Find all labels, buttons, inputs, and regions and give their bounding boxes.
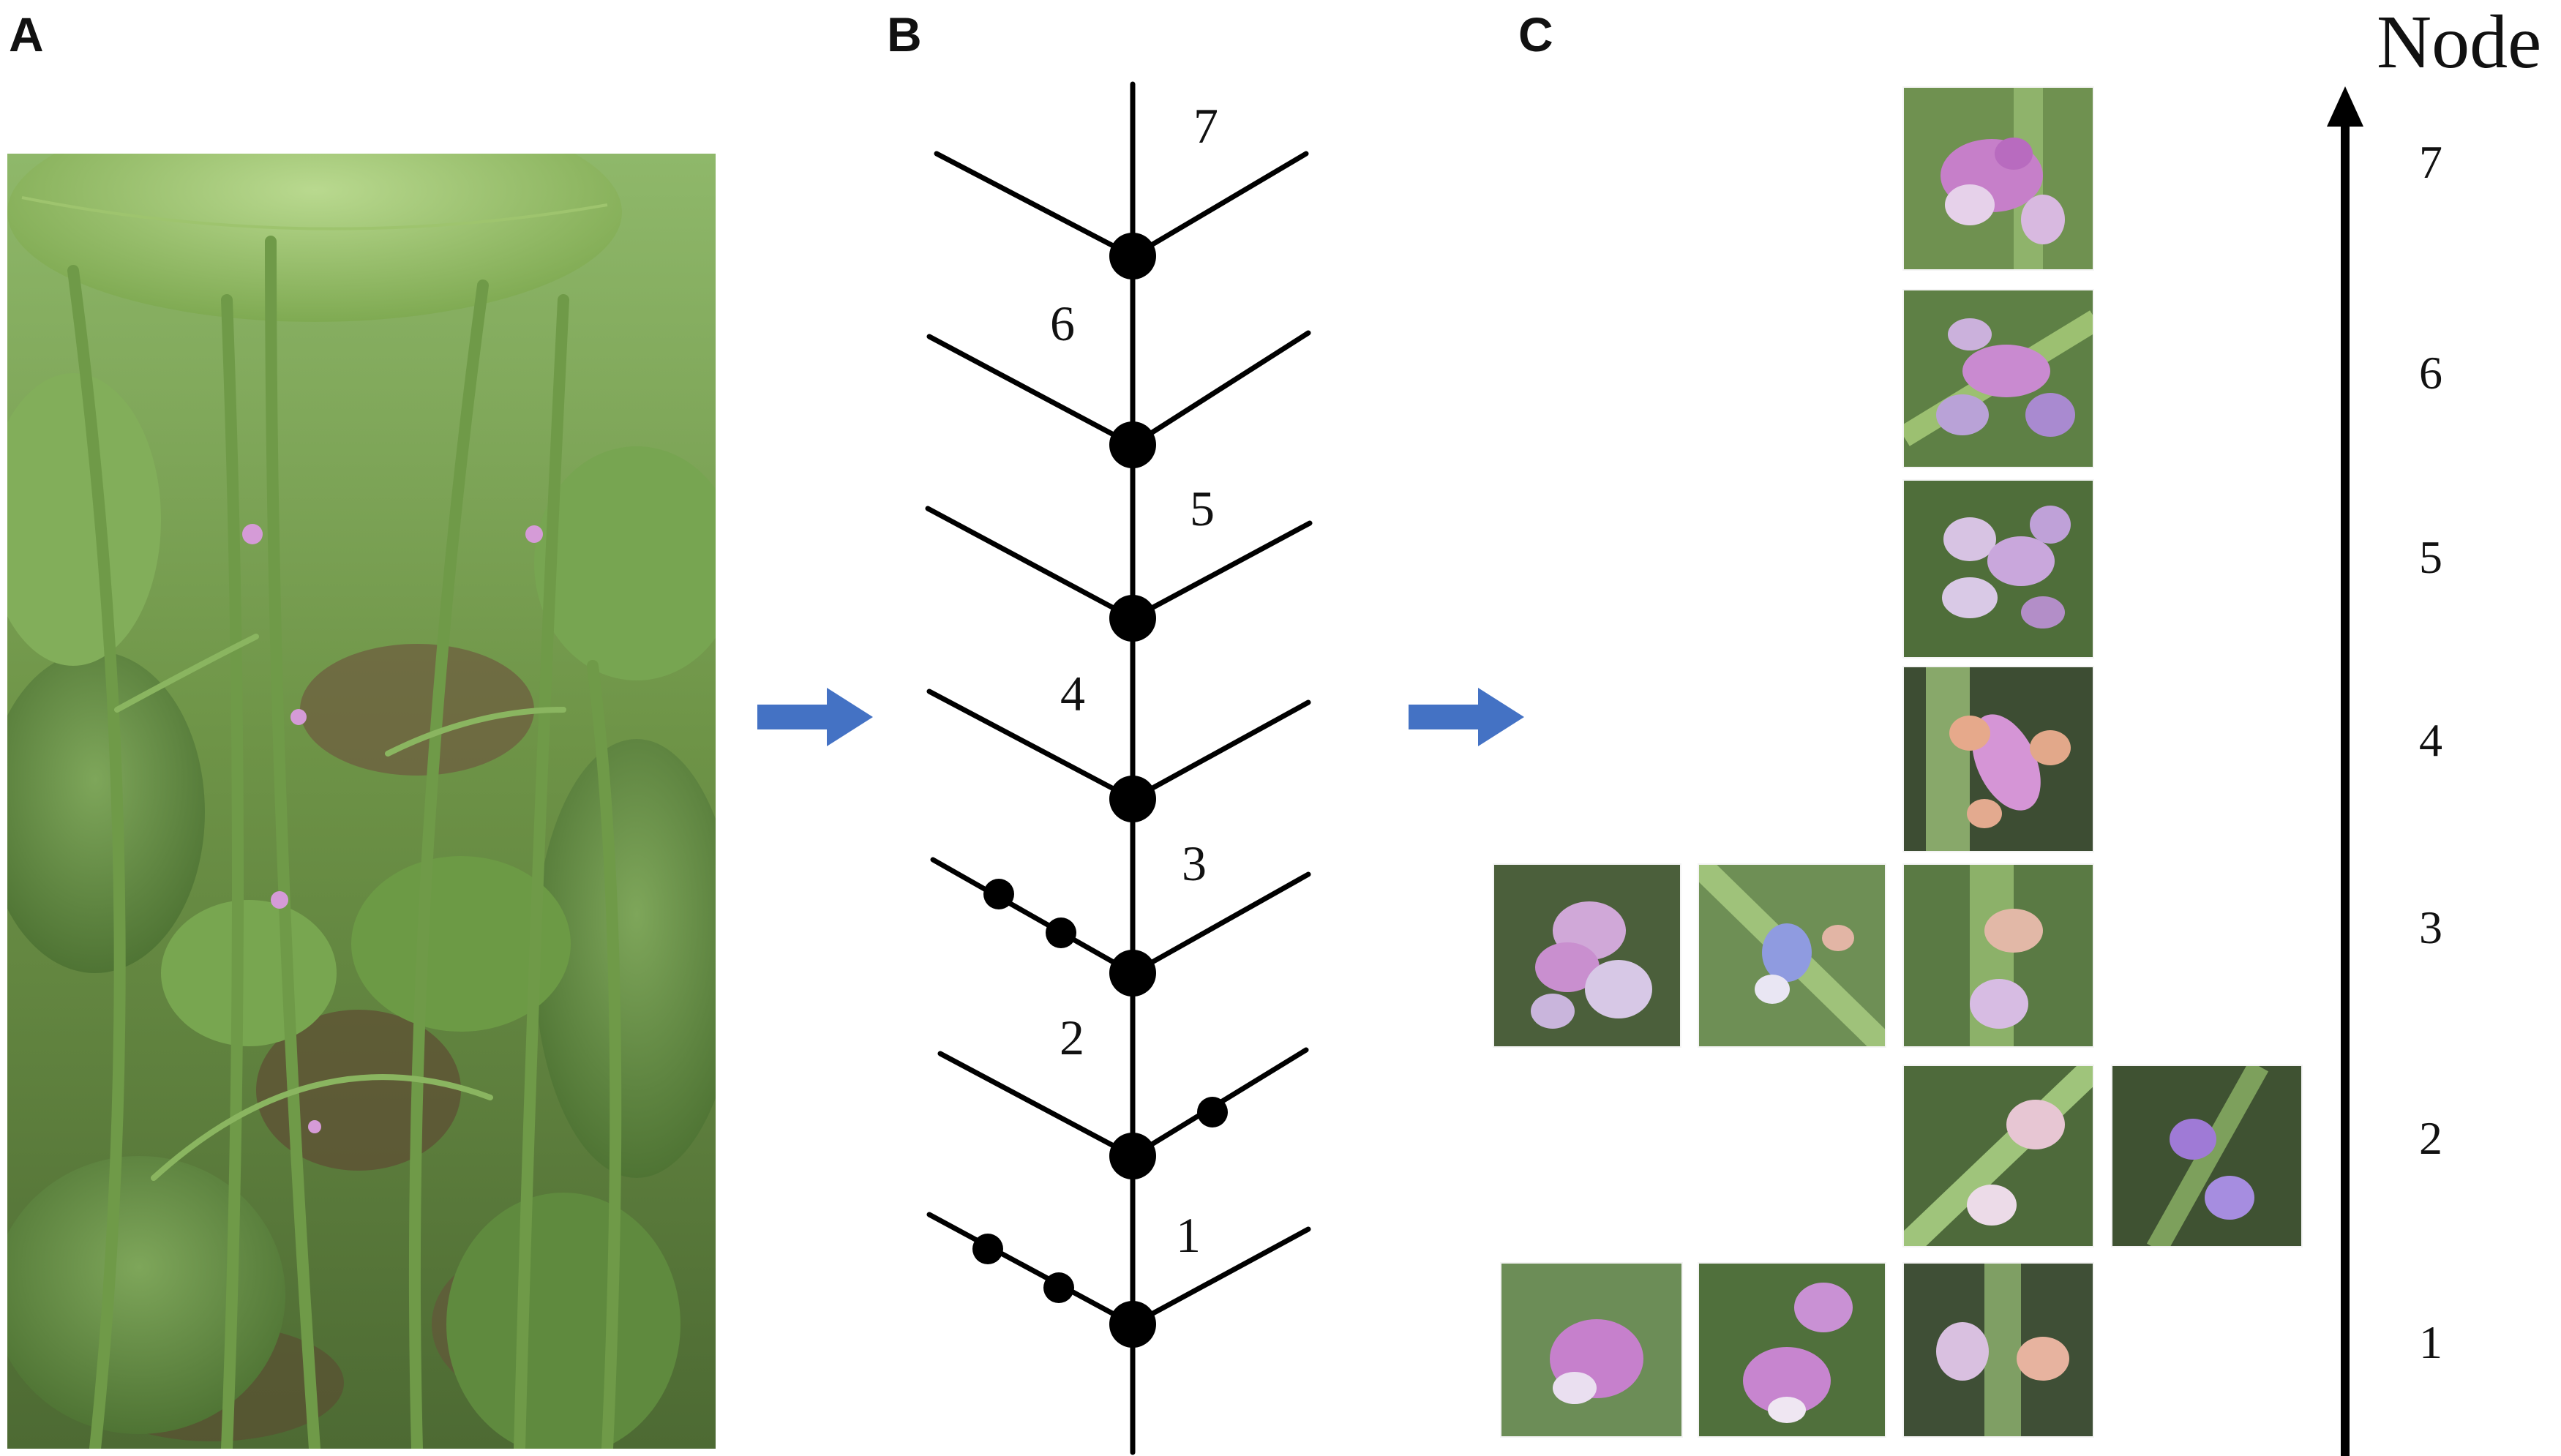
flower-photo-node-1 xyxy=(1698,1262,1886,1438)
soybean-field-photo xyxy=(7,154,716,1449)
branch-left xyxy=(934,151,1136,259)
branch-left xyxy=(926,334,1136,448)
branch-right xyxy=(1130,1226,1311,1327)
node-axis-title: Node xyxy=(2377,0,2542,84)
node-dot xyxy=(1109,233,1156,279)
branch-right xyxy=(1130,330,1311,448)
node-number-2: 2 xyxy=(1060,1010,1084,1065)
soybean-field-illustration xyxy=(7,154,716,1449)
flower-photo-node-3 xyxy=(1698,863,1886,1048)
node-axis-tick-5: 5 xyxy=(2419,531,2442,583)
branch-flower-dot xyxy=(972,1234,1003,1264)
flower-photo-node-2 xyxy=(1902,1065,2094,1247)
branch-flower-dot xyxy=(983,879,1014,909)
flower-photo-node-2 xyxy=(2111,1065,2303,1247)
node-dot xyxy=(1109,776,1156,822)
node-dot xyxy=(1109,1133,1156,1179)
node-number-3: 3 xyxy=(1182,836,1207,891)
node-axis-tick-2: 2 xyxy=(2419,1112,2442,1164)
node-dot xyxy=(1109,1301,1156,1348)
right-arrow-icon xyxy=(1409,688,1524,746)
branch-left xyxy=(926,1212,1136,1327)
flower-photo-node-5 xyxy=(1902,479,2094,658)
branch-left xyxy=(925,506,1136,621)
node-number-7: 7 xyxy=(1193,98,1218,154)
node-axis-tick-6: 6 xyxy=(2419,347,2442,399)
branch-flower-dot xyxy=(1197,1097,1228,1127)
branch-left xyxy=(937,1051,1136,1159)
node-dot xyxy=(1109,595,1156,642)
flower-photo-node-4 xyxy=(1902,666,2094,852)
node-number-4: 4 xyxy=(1060,666,1085,721)
panel-label-a: A xyxy=(9,7,44,61)
flower-photo-node-1 xyxy=(1500,1262,1683,1438)
node-axis-tick-4: 4 xyxy=(2419,714,2442,766)
node-axis-tick-7: 7 xyxy=(2419,136,2442,188)
panel-label-c: C xyxy=(1518,7,1553,61)
node-schematic xyxy=(925,81,1313,1455)
node-dot xyxy=(1109,421,1156,468)
branch-left xyxy=(930,857,1136,976)
node-axis-tick-3: 3 xyxy=(2419,901,2442,953)
flower-photo-node-3 xyxy=(1902,863,2094,1048)
branch-flower-dot xyxy=(1046,917,1076,948)
node-axis-tick-1: 1 xyxy=(2419,1316,2442,1368)
branch-left xyxy=(926,688,1136,802)
flower-photo-node-6 xyxy=(1902,289,2094,468)
node-number-6: 6 xyxy=(1050,296,1075,351)
flower-photo-node-3 xyxy=(1493,863,1681,1048)
branch-right xyxy=(1130,520,1313,621)
up-arrow-icon xyxy=(2327,86,2363,1456)
right-arrow-icon xyxy=(757,688,873,746)
panel-label-b: B xyxy=(887,7,922,61)
flower-photo-node-1 xyxy=(1902,1262,2094,1438)
flower-photo-node-7 xyxy=(1902,86,2094,271)
branch-right xyxy=(1130,151,1309,259)
node-number-5: 5 xyxy=(1190,481,1215,536)
branch-right xyxy=(1130,871,1311,976)
node-number-1: 1 xyxy=(1176,1207,1201,1263)
branch-flower-dot xyxy=(1043,1272,1074,1303)
branch-right xyxy=(1130,699,1311,802)
node-dot xyxy=(1109,950,1156,997)
